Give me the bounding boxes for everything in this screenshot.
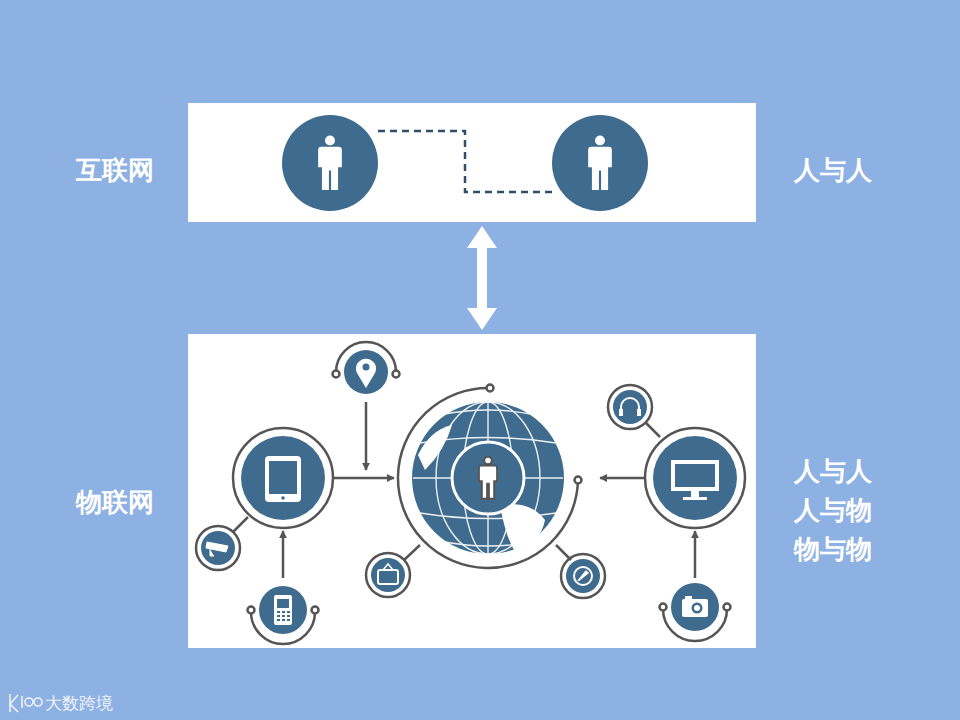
panel-box: 物联网人与人 人与物 物与物 xyxy=(188,334,756,648)
relation-label: 人与人 xyxy=(786,151,880,190)
watermark-logo xyxy=(10,694,42,712)
panel-heading: 互联网 xyxy=(76,151,154,190)
iot-illustration xyxy=(196,342,745,644)
watermark: 大数跨境 xyxy=(45,692,113,715)
double-arrow xyxy=(477,248,487,308)
relation-label: 人与人 人与物 物与物 xyxy=(786,452,880,569)
person-icons xyxy=(282,115,648,211)
panel-heading: 物联网 xyxy=(76,483,154,522)
panel-box: 互联网人与人 xyxy=(188,103,756,222)
